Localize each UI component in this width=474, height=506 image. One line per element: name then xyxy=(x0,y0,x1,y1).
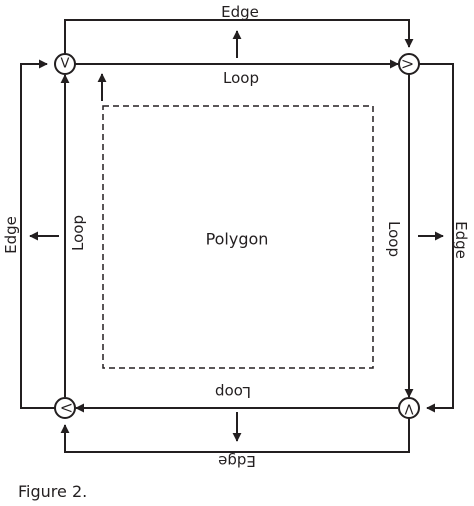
vertex-top-left xyxy=(54,53,76,75)
vertex-bottom-right xyxy=(398,397,420,419)
vertex-bottom-left xyxy=(54,397,76,419)
figure-caption: Figure 2. xyxy=(18,482,88,501)
edge-line-bottom xyxy=(60,418,410,453)
edge-label-right: Edge xyxy=(452,221,470,259)
polygon-label: Polygon xyxy=(206,230,269,249)
polygon-dashed-outline xyxy=(102,105,374,369)
vertex-label-bottom-right: V xyxy=(404,401,413,416)
loop-label-top: Loop xyxy=(223,69,259,87)
edge-line-right xyxy=(418,63,454,413)
edge-line-top xyxy=(64,19,414,54)
edge-label-bottom: Edge xyxy=(218,452,256,470)
vertex-label-bottom-left: V xyxy=(58,404,73,413)
loop-label-left: Loop xyxy=(69,215,87,251)
vertex-top-right xyxy=(398,53,420,75)
loop-label-bottom: Loop xyxy=(215,383,251,401)
vertex-label-top-left: V xyxy=(61,57,70,72)
edge-line-left xyxy=(20,59,55,409)
vertex-label-top-right: V xyxy=(402,59,417,68)
edge-label-top: Edge xyxy=(221,3,259,21)
loop-label-right: Loop xyxy=(385,221,403,257)
edge-label-left: Edge xyxy=(2,216,20,254)
